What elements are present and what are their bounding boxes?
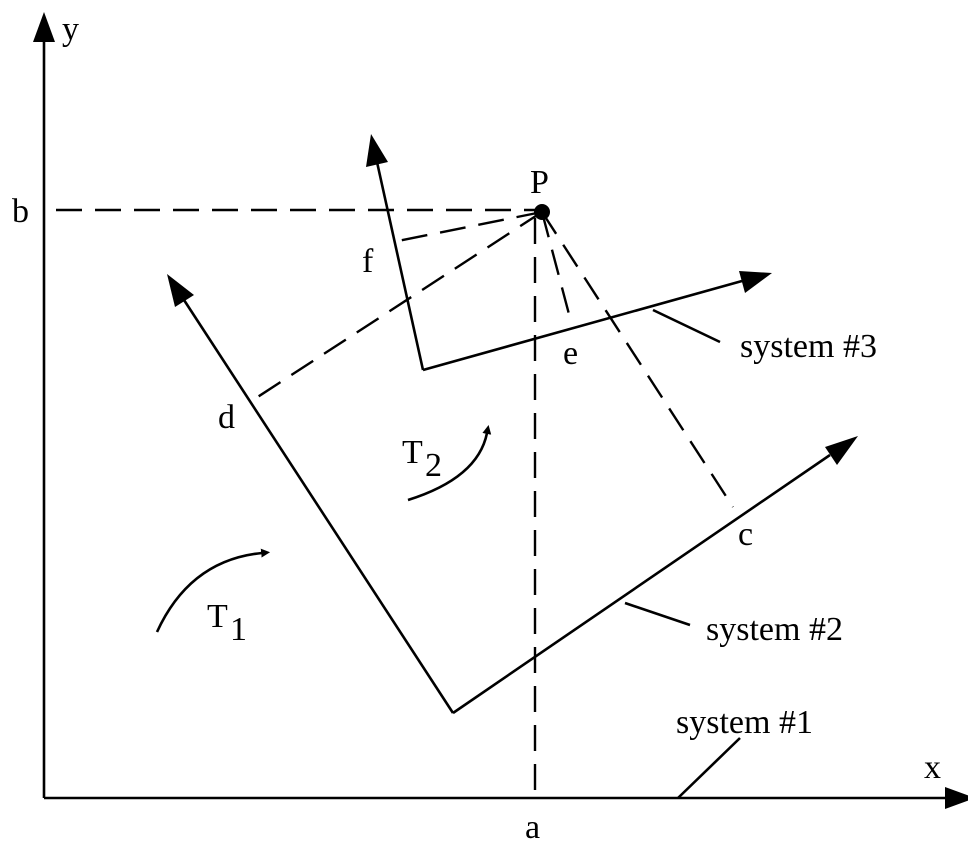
system1-label: system #1: [676, 704, 813, 741]
system3-y-arrowhead: [366, 134, 388, 167]
system2-y-arrowhead: [167, 274, 194, 307]
system1-leader-line: [677, 737, 741, 799]
projection-p-to-e: [540, 211, 572, 319]
point-p-label: P: [530, 164, 549, 201]
system2-label: system #2: [706, 611, 843, 648]
t2-label: T: [402, 434, 423, 471]
b-label: b: [12, 193, 29, 230]
system2-leader-line: [624, 601, 691, 627]
projection-p-to-d: [252, 210, 543, 402]
system3-y-axis: [375, 161, 425, 371]
x-axis-label: x: [924, 749, 941, 786]
system2-x-axis: [452, 453, 831, 715]
c-label: c: [738, 516, 753, 553]
system1-x-arrowhead: [945, 787, 968, 809]
e-label: e: [563, 335, 578, 372]
f-label: f: [362, 243, 374, 280]
system1-y-arrowhead: [33, 12, 55, 42]
system2-x-arrowhead: [825, 436, 858, 465]
y-axis-label: y: [62, 11, 79, 48]
t1-label: T: [207, 598, 228, 635]
t1-rotation-arrow: [155, 548, 271, 633]
projection-p-to-c: [540, 211, 735, 508]
system3-x-arrowhead: [739, 271, 772, 293]
system3-leader-line: [652, 308, 721, 344]
point-p-marker: [534, 204, 550, 220]
system3-x-axis: [422, 279, 743, 372]
t2-rotation-arrow: [407, 425, 492, 502]
t2-subscript: 2: [425, 447, 442, 484]
d-label: d: [218, 399, 235, 436]
system2-y-axis: [182, 299, 455, 714]
projection-p-to-f: [392, 210, 543, 244]
a-label: a: [525, 809, 540, 843]
t1-subscript: 1: [230, 611, 247, 648]
system3-label: system #3: [740, 328, 877, 365]
